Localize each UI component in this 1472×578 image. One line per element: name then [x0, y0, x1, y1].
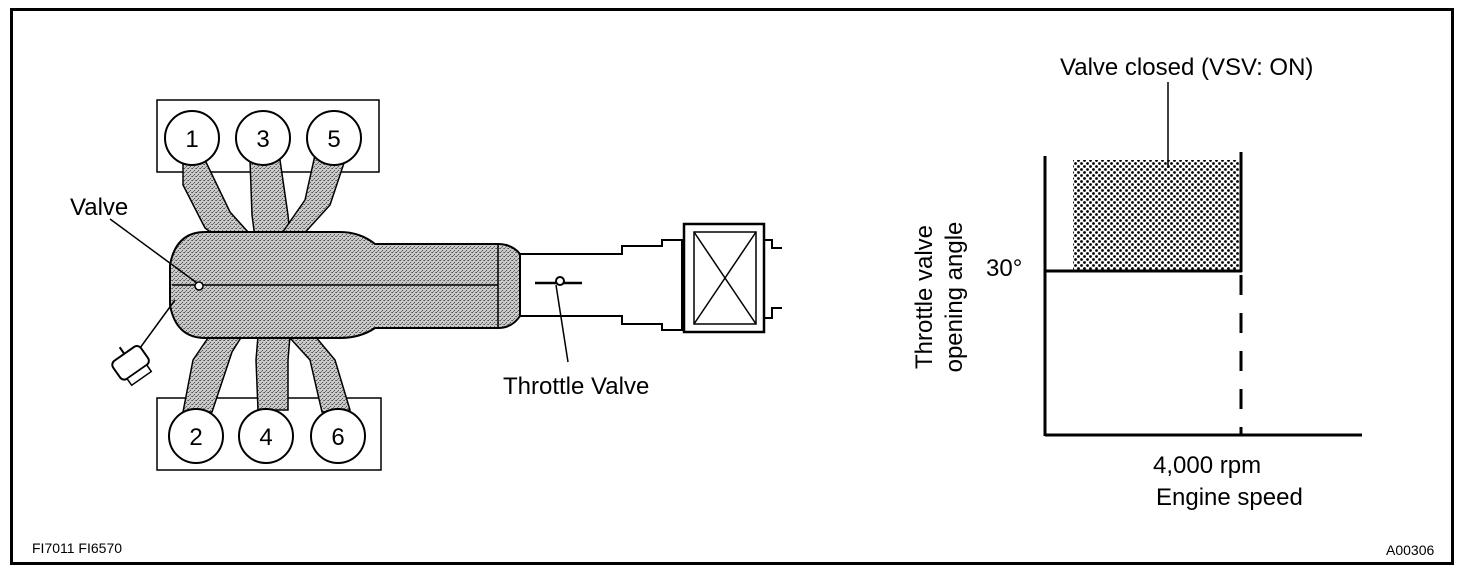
figure-code-right: A00306	[1386, 542, 1434, 558]
valve-label: Valve	[70, 194, 128, 221]
valve-closed-region	[1073, 160, 1239, 270]
cylinder-1-label: 1	[185, 126, 198, 153]
cylinder-1: 1	[164, 110, 220, 166]
cylinder-3: 3	[235, 110, 291, 166]
control-valve	[194, 281, 204, 291]
cylinder-4: 4	[238, 408, 294, 464]
actuator	[111, 299, 176, 387]
engine-intake-diagram: 1 3 5 2 4 6 Valve Throttle Valve	[70, 99, 782, 471]
y-axis-label-line2: opening angle	[941, 222, 968, 373]
runner-4	[255, 335, 291, 411]
cylinder-4-label: 4	[259, 424, 272, 451]
cylinder-5: 5	[306, 110, 362, 166]
cylinder-6: 6	[310, 408, 366, 464]
opening-angle-graph: Valve closed (VSV: ON) 30° 4,000 rpm Eng…	[911, 54, 1362, 511]
cylinder-2-label: 2	[189, 424, 202, 451]
valve-closed-label: Valve closed (VSV: ON)	[1060, 54, 1313, 81]
y-tick-30: 30°	[986, 255, 1022, 282]
cylinder-6-label: 6	[331, 424, 344, 451]
cylinder-5-label: 5	[327, 126, 340, 153]
cylinder-3-label: 3	[256, 126, 269, 153]
x-tick-4000: 4,000 rpm	[1153, 452, 1261, 479]
y-axis-label-line1: Throttle valve	[911, 225, 938, 369]
figure-code-left: FI7011 FI6570	[32, 540, 122, 556]
throttle-leader-line	[555, 284, 569, 363]
intake-pipe	[519, 239, 683, 331]
air-cleaner	[682, 222, 782, 334]
cylinder-2: 2	[168, 408, 224, 464]
x-axis-label: Engine speed	[1156, 484, 1303, 511]
valve-leader-line	[109, 218, 198, 284]
throttle-valve-label: Throttle Valve	[503, 373, 649, 400]
throttle-valve	[535, 276, 582, 363]
